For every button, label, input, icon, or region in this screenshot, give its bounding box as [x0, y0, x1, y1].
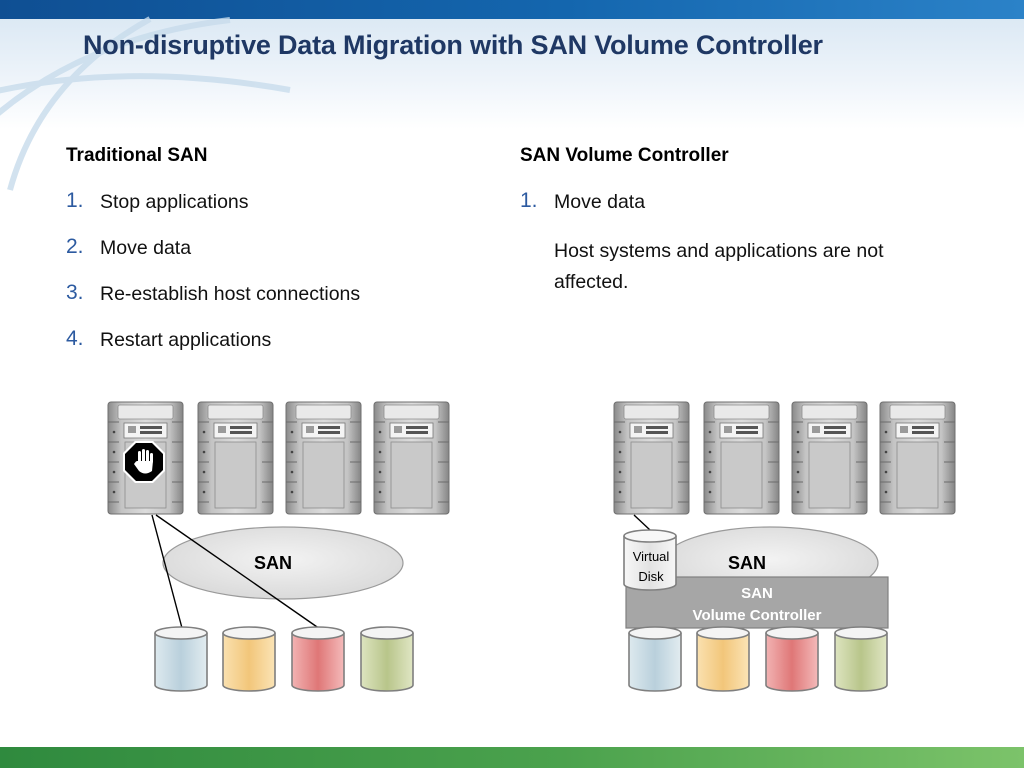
right-diagram: Virtual Disk SAN SAN Volume Controller [613, 401, 956, 692]
disk-red [291, 626, 345, 692]
step-text: Stop applications [100, 191, 249, 213]
connection-line [155, 514, 321, 630]
server [373, 401, 450, 515]
server [703, 401, 780, 515]
step-number: 2. [66, 235, 84, 258]
disk-blue [628, 626, 682, 692]
traditional-san-heading: Traditional SAN [66, 145, 208, 166]
disk-orange [696, 626, 750, 692]
step-number: 1. [66, 189, 84, 212]
disk-blue [154, 626, 208, 692]
left-diagram: SAN [107, 401, 450, 692]
controller-label-line1: SAN [741, 585, 773, 602]
step-text: Move data [100, 237, 192, 259]
server [791, 401, 868, 515]
slide-title: Non-disruptive Data Migration with SAN V… [83, 30, 823, 60]
disk-green [834, 626, 888, 692]
step-number: 1. [520, 189, 538, 212]
connection-line [151, 514, 183, 629]
server [197, 401, 274, 515]
step-text: Re-establish host connections [100, 283, 361, 305]
disk-red [765, 626, 819, 692]
san-cloud [162, 526, 404, 600]
step-text: Restart applications [100, 329, 272, 351]
step-number: 4. [66, 327, 84, 350]
stop-hand-icon [123, 441, 165, 483]
virtual-disk-label-line1: Virtual [633, 549, 670, 564]
step-text: Move data [554, 191, 646, 213]
disk-green [360, 626, 414, 692]
disk-orange [222, 626, 276, 692]
server [285, 401, 362, 515]
step-number: 3. [66, 281, 84, 304]
controller-label-line2: Volume Controller [693, 607, 822, 624]
svc-heading: SAN Volume Controller [520, 145, 729, 166]
svc-note: Host systems and applications are not af… [554, 240, 884, 293]
virtual-disk-label-line2: Disk [638, 569, 664, 584]
bottom-accent-bar [0, 747, 1024, 768]
san-label: SAN [254, 553, 292, 573]
top-accent-bar [0, 0, 1024, 19]
connection-line [633, 514, 651, 531]
server [613, 401, 690, 515]
server [879, 401, 956, 515]
virtual-disk [623, 529, 677, 591]
san-label: SAN [728, 553, 766, 573]
